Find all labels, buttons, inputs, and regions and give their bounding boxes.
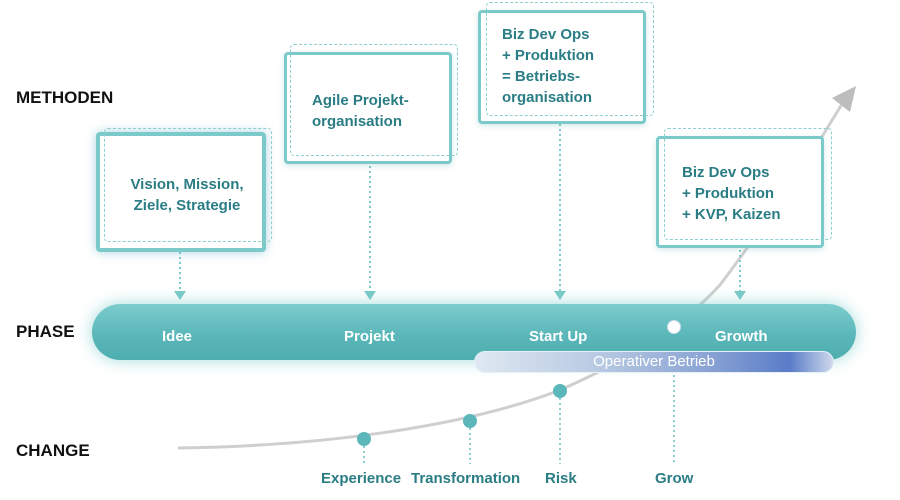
change-transformation: Transformation — [411, 470, 521, 487]
label-change: CHANGE — [16, 441, 90, 460]
change-dot-transformation — [463, 414, 477, 428]
operativer-betrieb-bar: Operativer Betrieb — [474, 351, 834, 373]
method-text-betrieb: Biz Dev Ops + Produktion = Betriebs- org… — [502, 26, 595, 106]
box-dashed-outline — [486, 2, 654, 116]
phase-growth: Growth — [715, 328, 768, 345]
phase-startup: Start Up — [529, 328, 588, 345]
phase-projekt: Projekt — [344, 328, 395, 345]
box-dashed-outline — [104, 128, 272, 242]
label-phase: PHASE — [16, 322, 75, 341]
method-text-agile: Agile Projekt- organisation — [312, 92, 409, 130]
change-dot-risk — [553, 384, 567, 398]
change-dot-experience — [357, 432, 371, 446]
label-methoden: METHODEN — [16, 88, 114, 107]
method-box-vision — [96, 132, 266, 252]
operativer-betrieb-label: Operativer Betrieb — [593, 353, 715, 370]
grow-marker-dot — [667, 320, 681, 334]
change-experience: Experience — [321, 470, 402, 487]
down-arrow-icon — [554, 291, 566, 300]
down-arrow-icon — [734, 291, 746, 300]
down-arrow-icon — [174, 291, 186, 300]
method-box-betrieb — [478, 10, 646, 124]
box-dashed-outline — [290, 44, 458, 156]
method-text-vision: Vision, Mission, Ziele, Strategie — [130, 176, 244, 214]
change-risk: Risk — [545, 470, 577, 487]
method-text-kvp: Biz Dev Ops + Produktion + KVP, Kaizen — [682, 164, 781, 223]
phase-bar — [92, 304, 856, 360]
method-box-agile — [284, 52, 452, 164]
box-dashed-outline — [664, 128, 832, 240]
growth-arrow-icon — [832, 86, 856, 112]
change-grow: Grow — [655, 470, 694, 487]
method-box-kvp — [656, 136, 824, 248]
down-arrow-icon — [364, 291, 376, 300]
phase-idee: Idee — [162, 328, 193, 345]
